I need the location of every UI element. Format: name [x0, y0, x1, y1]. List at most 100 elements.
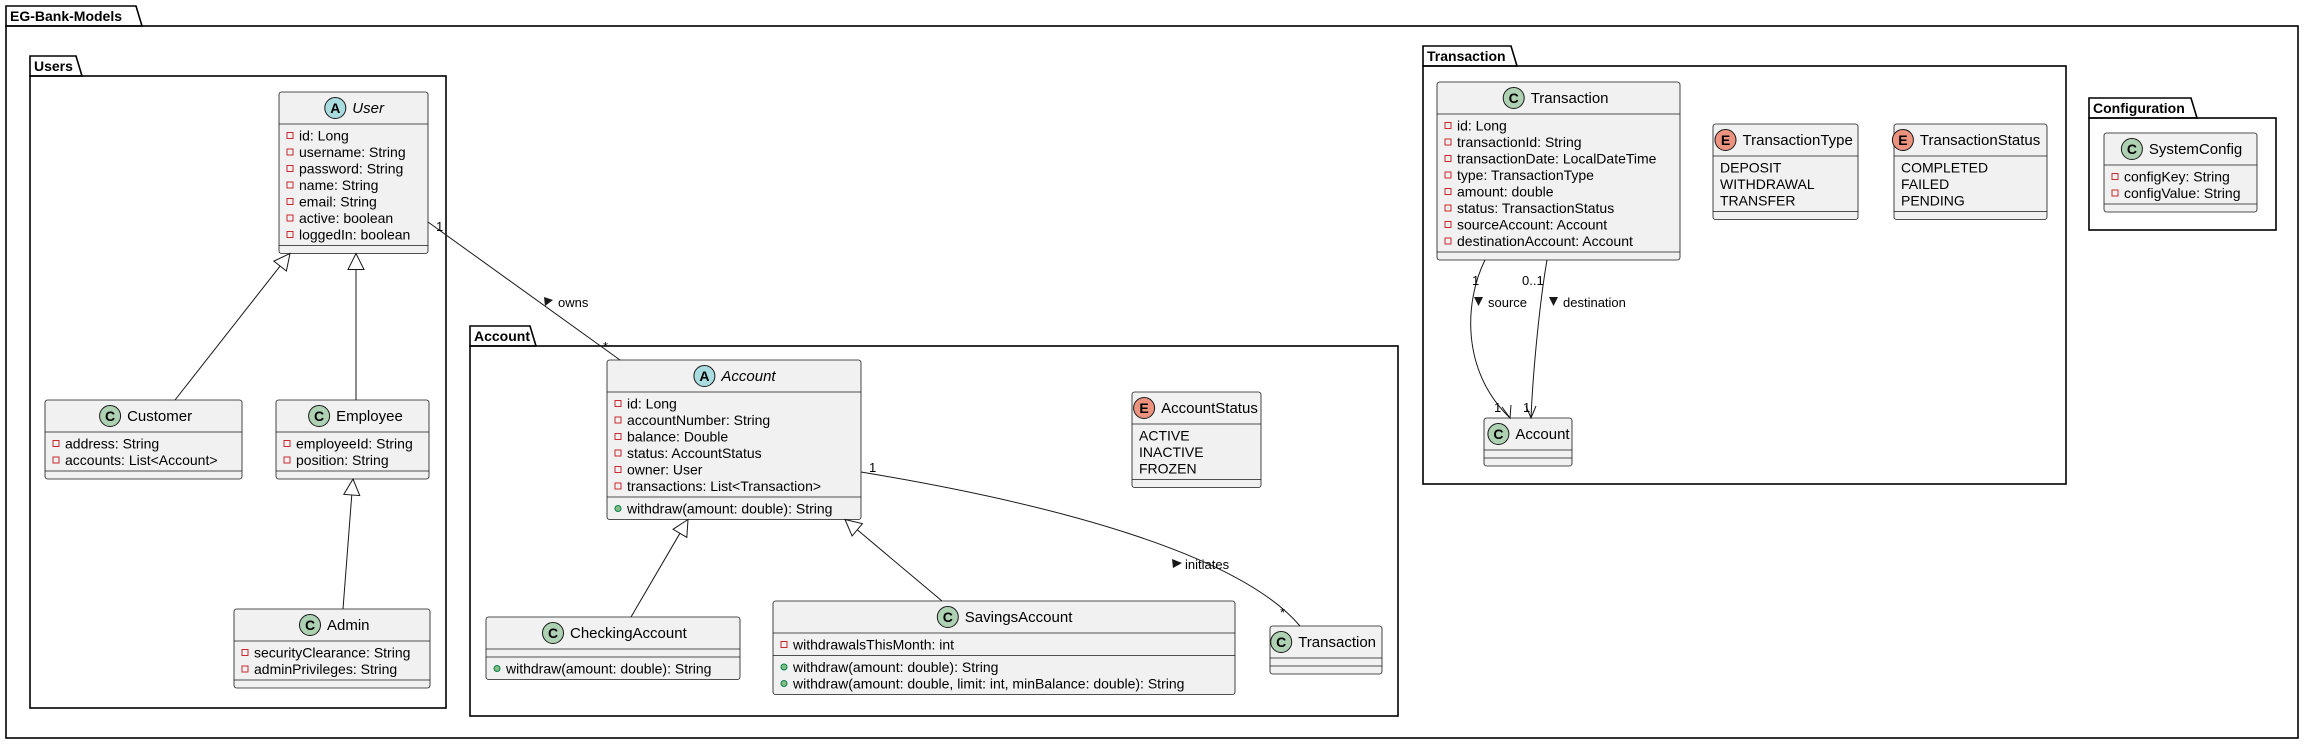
class-name: TransactionStatus [1920, 132, 2040, 149]
private-visibility-icon [1444, 138, 1452, 146]
private-visibility-icon [1444, 204, 1452, 212]
private-visibility-icon [241, 649, 249, 656]
private-visibility-icon [614, 449, 622, 457]
direction-arrow-icon [1172, 559, 1182, 568]
class-name: User [352, 100, 385, 117]
edge-transaction-destination-account [1530, 259, 1548, 419]
edge-user-owns-account [427, 221, 621, 361]
class-badge-icon [308, 405, 331, 427]
admin-employee-arrowhead [342, 477, 361, 497]
public-visibility-icon [780, 663, 788, 671]
package-configuration-frame [2088, 117, 2277, 231]
public-visibility-icon [780, 680, 788, 687]
enum-badge-icon [1891, 129, 1914, 151]
attribute: password: String [299, 161, 403, 177]
multiplicity-label: 1 [1494, 400, 1501, 415]
edge-account-initiates-transaction [860, 471, 1301, 627]
multiplicity-label: * [603, 339, 608, 354]
multiplicity-label: 1 [1523, 400, 1530, 415]
open-arrowhead-icon [1501, 404, 1512, 420]
stereotype-letter: C [943, 609, 953, 625]
package-eg-bank-models-frame [5, 25, 2299, 739]
relation-label: initiates [1185, 557, 1230, 572]
private-visibility-icon [2111, 173, 2119, 180]
method: withdraw(amount: double): String [792, 659, 998, 675]
multiplicity-label: 1 [1472, 273, 1479, 288]
enum-badge-icon [1133, 397, 1156, 419]
stereotype-letter: C [2127, 141, 2137, 157]
class-name: Employee [336, 408, 403, 425]
enum-badge-icon [1714, 129, 1737, 151]
attribute: sourceAccount: Account [1457, 217, 1607, 233]
private-visibility-icon [1444, 221, 1452, 228]
class-box [1893, 123, 2048, 220]
private-visibility-icon [286, 148, 294, 156]
class-name: SavingsAccount [965, 609, 1073, 626]
class-name: TransactionType [1743, 132, 1853, 149]
enum-value: FAILED [1901, 176, 1949, 192]
public-visibility-icon [614, 505, 622, 512]
relation-label: destination [1563, 295, 1626, 310]
class-box [1131, 391, 1262, 488]
attribute: loggedIn: boolean [299, 227, 410, 243]
package-account: Account [469, 325, 1399, 717]
package-eg-bank-models-title: EG-Bank-Models [10, 8, 122, 24]
savings-account-arrowhead [844, 518, 864, 537]
edge-admin-employee [342, 494, 353, 610]
abstract-badge-icon [693, 365, 716, 387]
attribute: configKey: String [2124, 169, 2230, 185]
private-visibility-icon [286, 198, 294, 205]
package-account-frame [469, 345, 1399, 717]
class-badge-icon [2120, 138, 2143, 160]
direction-arrow-icon [1474, 297, 1483, 306]
class-box [2103, 132, 2258, 213]
stereotype-letter: E [1139, 400, 1148, 416]
attribute: id: Long [299, 128, 349, 144]
attribute: active: boolean [299, 210, 393, 226]
package-eg-bank-models: EG-Bank-Models [5, 5, 2299, 739]
class-name: CheckingAccount [570, 625, 688, 642]
enum-value: INACTIVE [1139, 444, 1204, 460]
enum-value: COMPLETED [1901, 160, 1988, 176]
public-visibility-icon [493, 665, 501, 672]
stereotype-letter: C [105, 408, 115, 424]
private-visibility-icon [614, 400, 622, 407]
class-badge-icon [1487, 423, 1510, 445]
multiplicity-label: 1 [436, 219, 443, 234]
attribute: withdrawalsThisMonth: int [792, 637, 954, 653]
attribute: name: String [299, 177, 378, 193]
attribute: transactionId: String [1457, 134, 1582, 150]
attribute: accountNumber: String [627, 412, 770, 428]
private-visibility-icon [286, 181, 294, 189]
attribute: status: AccountStatus [627, 445, 762, 461]
attribute: amount: double [1457, 184, 1554, 200]
enum-value: WITHDRAWAL [1720, 176, 1815, 192]
class-badge-icon [299, 614, 321, 636]
private-visibility-icon [2111, 189, 2119, 197]
private-visibility-icon [1444, 122, 1452, 129]
enum-value: DEPOSIT [1720, 160, 1782, 176]
enum-value: PENDING [1901, 193, 1965, 209]
private-visibility-icon [52, 456, 60, 464]
edge-savings-account [856, 529, 943, 602]
stereotype-letter: C [305, 617, 315, 633]
private-visibility-icon [52, 440, 60, 447]
private-visibility-icon [780, 641, 788, 648]
private-visibility-icon [614, 433, 622, 440]
open-arrowhead-icon [1525, 405, 1537, 420]
class-savingsaccount[interactable]: C SavingsAccount withdrawalsThisMonth: int… [772, 600, 1236, 695]
attribute: id: Long [627, 396, 677, 412]
